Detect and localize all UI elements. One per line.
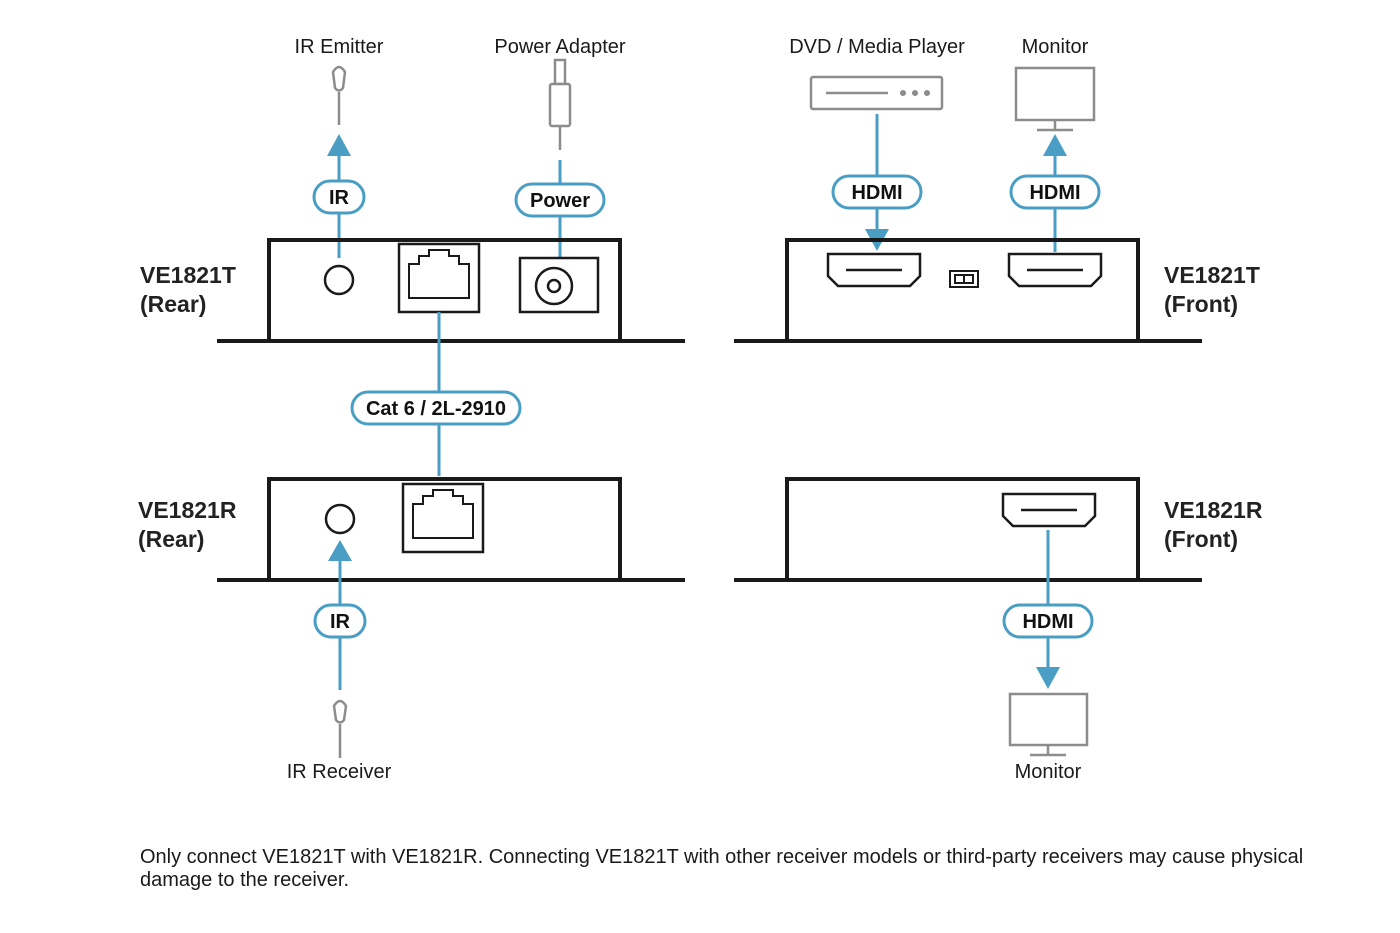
hdmi-rx-pill: HDMI [1002, 603, 1094, 639]
power-pill-label: Power [530, 190, 590, 212]
tx-front-model: VE1821T [1164, 262, 1260, 288]
media-player-icon [809, 75, 944, 111]
dc-jack-icon [518, 256, 600, 314]
hdmi-in-pill: HDMI [831, 174, 923, 210]
tx-rear-side: (Rear) [140, 291, 206, 317]
ir-receiver-icon [332, 699, 348, 758]
rx-rear-device [217, 477, 685, 582]
tx-rear-device [217, 238, 685, 343]
tx-rear-model: VE1821T [140, 262, 236, 288]
hdmi-out-pill: HDMI [1009, 174, 1101, 210]
rx-front-side: (Front) [1164, 526, 1238, 552]
ir-tx-pill: IR [312, 179, 366, 215]
hdmi-out-pill-label: HDMI [1029, 182, 1080, 204]
hdmi-rx-pill-label: HDMI [1022, 611, 1073, 633]
hdmi-port-icon [1001, 492, 1097, 528]
hdmi-rx-connection [1036, 530, 1060, 689]
monitor-icon [1014, 66, 1096, 132]
rx-rear-side: (Rear) [138, 526, 204, 552]
dvd-player-label: DVD / Media Player [789, 36, 965, 58]
rj45-port-icon [397, 242, 481, 314]
ir-emitter-label: IR Emitter [295, 36, 384, 58]
ir-rx-pill: IR [313, 603, 367, 639]
monitor-top-label: Monitor [1022, 36, 1089, 58]
rx-rear-model: VE1821R [138, 497, 237, 523]
power-adapter-label: Power Adapter [494, 36, 626, 58]
ir-rx-port-icon [324, 503, 356, 535]
ir-receiver-label: IR Receiver [287, 761, 392, 783]
dip-switch-icon [949, 270, 979, 288]
hdmi-in-pill-label: HDMI [851, 182, 902, 204]
hdmi-port-icon [1007, 252, 1103, 288]
ir-tx-pill-label: IR [329, 187, 350, 209]
hdmi-port-icon [826, 252, 922, 288]
monitor-bottom-label: Monitor [1015, 761, 1082, 783]
power-pill: Power [514, 182, 606, 218]
tx-front-device [734, 238, 1202, 343]
rx-front-model: VE1821R [1164, 497, 1263, 523]
warning-note: Only connect VE1821T with VE1821R. Conne… [140, 846, 1304, 891]
ir-rx-pill-label: IR [330, 611, 351, 633]
ir-emitter-icon [331, 65, 347, 125]
rx-front-device [734, 477, 1202, 582]
tx-front-side: (Front) [1164, 291, 1238, 317]
power-plug-icon [548, 58, 572, 150]
ir-port-icon [323, 264, 355, 296]
cable-pill-label: Cat 6 / 2L-2910 [366, 398, 506, 420]
cable-pill: Cat 6 / 2L-2910 [350, 390, 522, 426]
rj45-port-icon [401, 482, 485, 554]
monitor-icon [1008, 692, 1089, 757]
